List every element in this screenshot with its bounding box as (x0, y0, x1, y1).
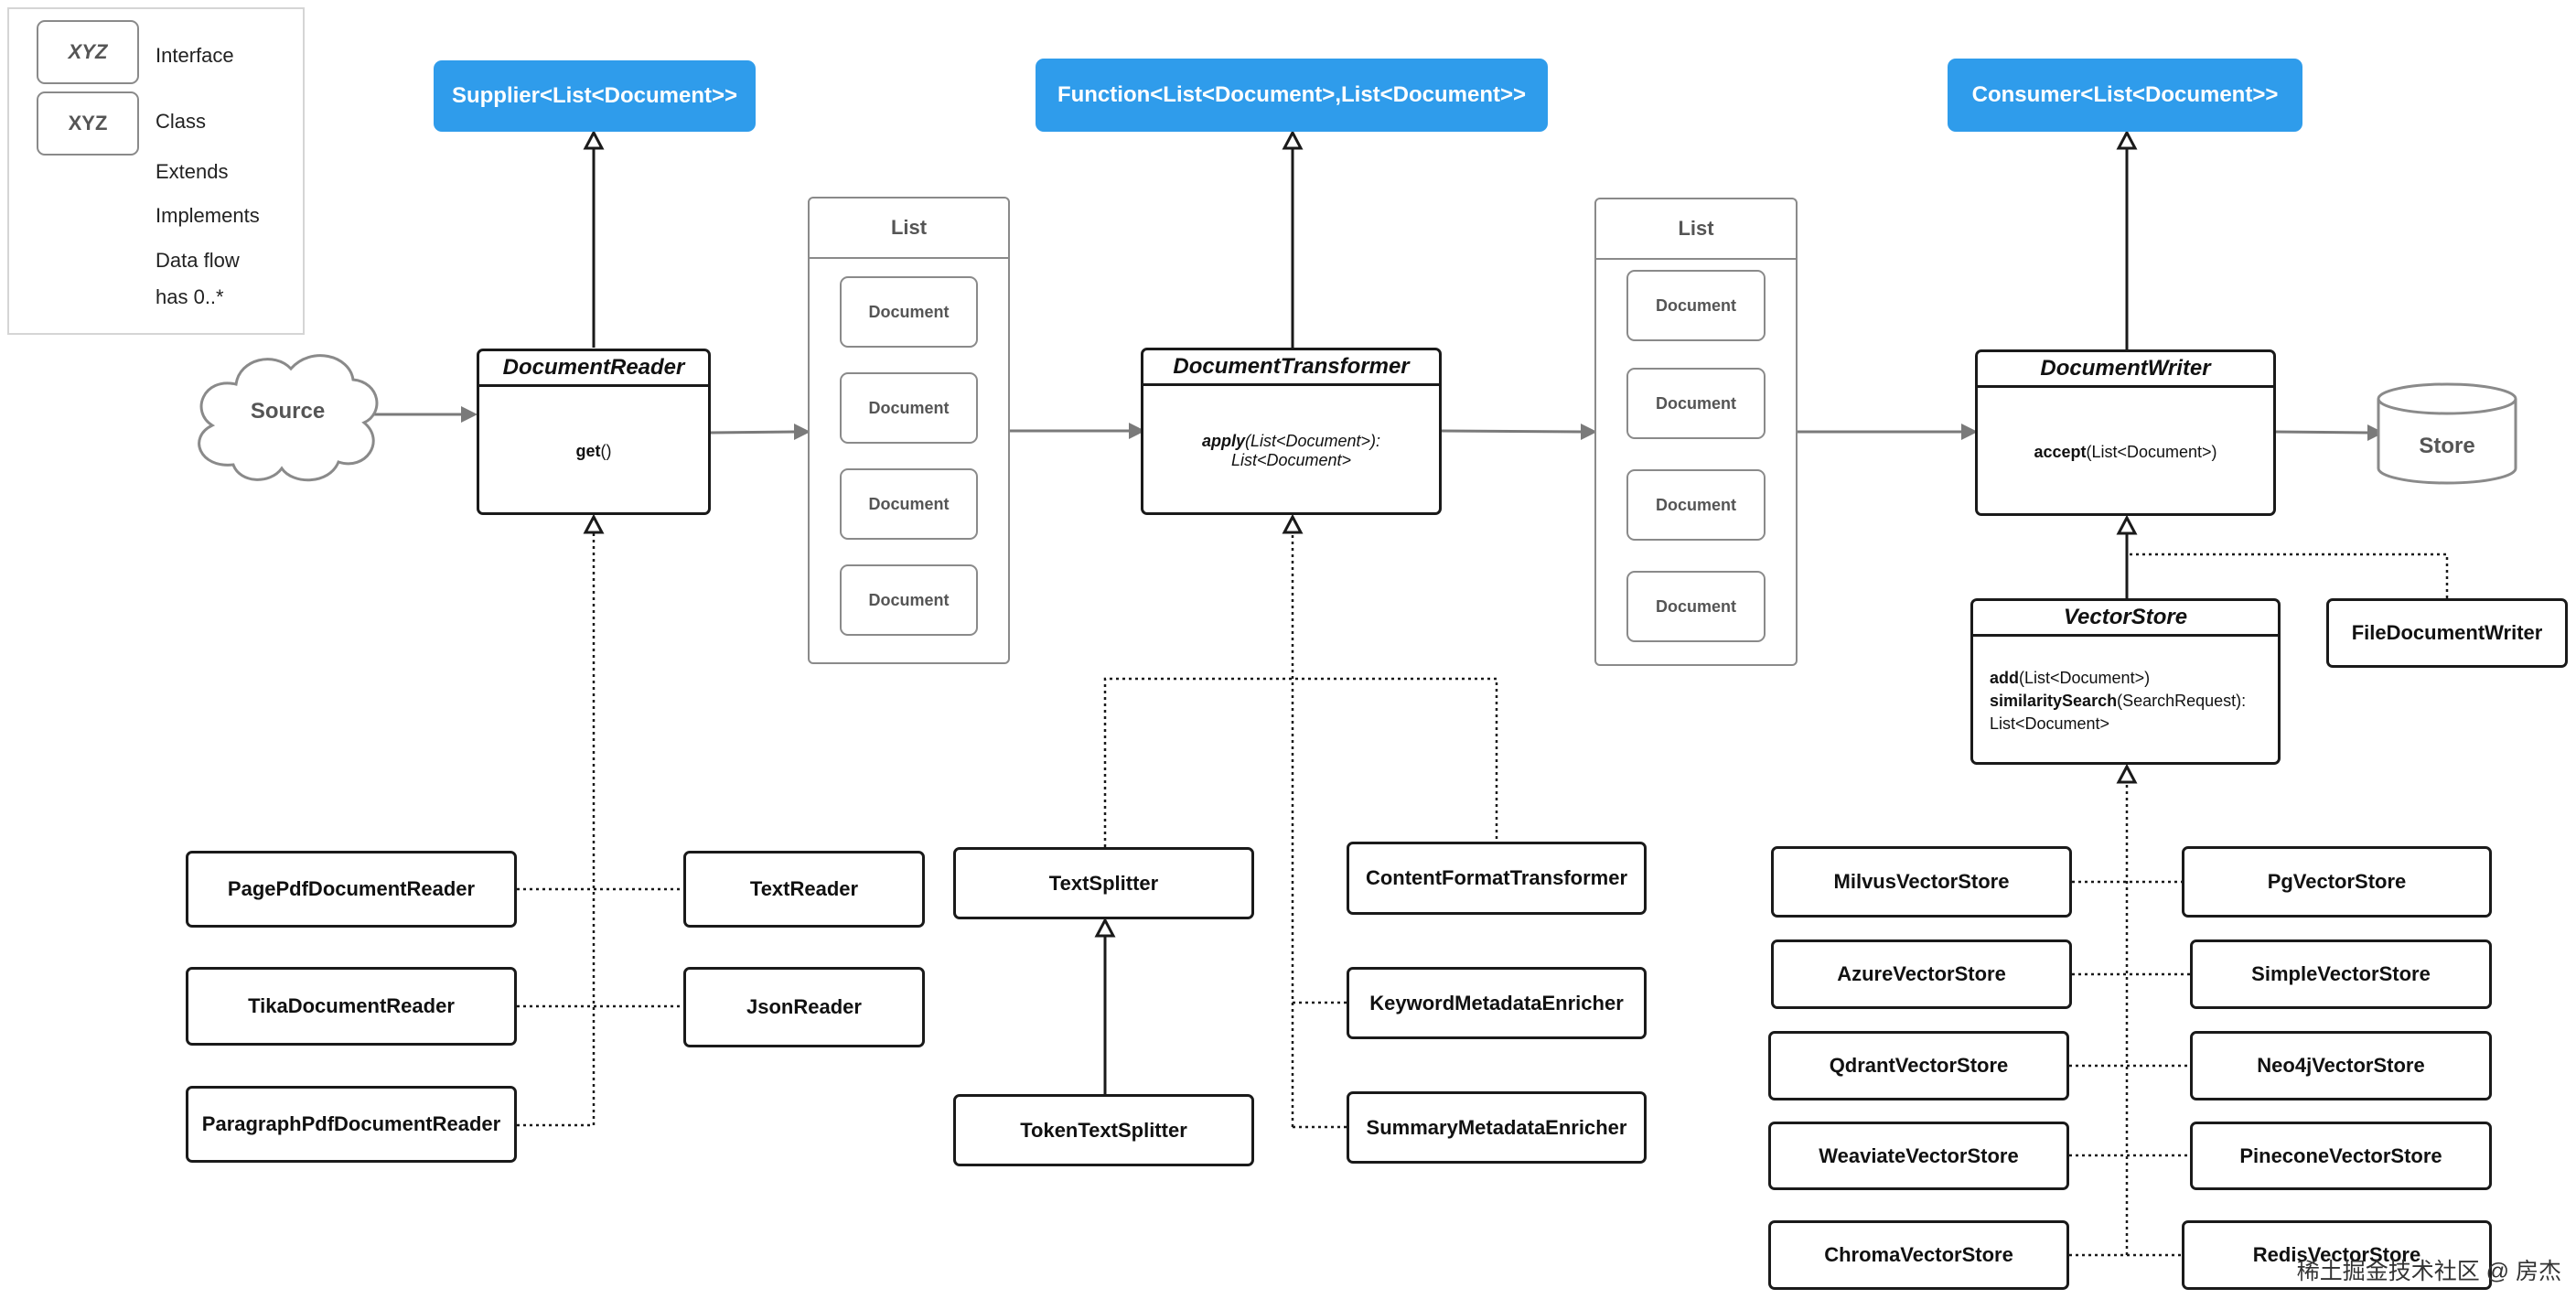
list-1-document: Document (840, 372, 978, 444)
legend-interface-sample: XYZ (37, 20, 139, 84)
neo4j-store-box: Neo4jVectorStore (2190, 1031, 2492, 1100)
summary-metadata-enricher-box: SummaryMetadataEnricher (1347, 1091, 1647, 1164)
list-1-document: Document (840, 564, 978, 636)
vector-store-methods: add(List<Document>) similaritySearch(Sea… (1973, 637, 2278, 765)
simple-store-box: SimpleVectorStore (2190, 939, 2492, 1009)
list-1-title: List (810, 199, 1008, 259)
list-2-document: Document (1626, 270, 1766, 341)
legend-interface-label: Interface (156, 44, 234, 67)
text-splitter-box: TextSplitter (953, 847, 1254, 919)
flow-arrowhead-list1 (1129, 423, 1145, 439)
chroma-store-box: ChromaVectorStore (1768, 1220, 2069, 1290)
document-transformer-methods: apply(List<Document>): List<Document> (1143, 386, 1439, 515)
transformer-method-name: apply (1201, 431, 1245, 450)
vector-store-title: VectorStore (1973, 601, 2278, 637)
transformer-method-sig: (List<Document>): (1244, 431, 1381, 450)
consumer-arrowhead (2116, 129, 2138, 150)
list-2-document: Document (1626, 368, 1766, 439)
tika-reader-box: TikaDocumentReader (186, 967, 517, 1046)
vs-method1-sig: (List<Document>) (2019, 668, 2151, 687)
list-2-document: Document (1626, 571, 1766, 642)
flow-arrowhead-writer (2367, 424, 2384, 441)
pg-store-box: PgVectorStore (2182, 846, 2492, 918)
qdrant-store-box: QdrantVectorStore (1768, 1031, 2069, 1100)
list-2-title: List (1596, 199, 1796, 260)
flow-arrowhead-source (461, 406, 478, 423)
reader-impl-arrowhead (583, 513, 605, 534)
json-reader-box: JsonReader (683, 967, 925, 1047)
reader-method-rest: () (600, 441, 612, 460)
page-pdf-reader-box: PagePdfDocumentReader (186, 851, 517, 928)
transformer-impl-arrowhead (1282, 513, 1304, 534)
vs-method1-name: add (1990, 668, 2020, 687)
vs-method2-name: similaritySearch (1990, 691, 2118, 710)
weaviate-store-box: WeaviateVectorStore (1768, 1122, 2069, 1190)
keyword-metadata-enricher-box: KeywordMetadataEnricher (1347, 967, 1647, 1039)
document-writer-methods: accept(List<Document>) (1978, 388, 2273, 516)
paragraph-pdf-reader-box: ParagraphPdfDocumentReader (186, 1086, 517, 1163)
function-interface: Function<List<Document>,List<Document>> (1036, 59, 1548, 132)
flow-arrowhead-reader (794, 424, 810, 440)
document-writer-class: DocumentWriter accept(List<Document>) (1975, 349, 2276, 516)
list-1-document: Document (840, 468, 978, 540)
text-reader-box: TextReader (683, 851, 925, 928)
document-transformer-title: DocumentTransformer (1143, 350, 1439, 386)
token-text-splitter-box: TokenTextSplitter (953, 1094, 1254, 1166)
vs-method2-sig: (SearchRequest): (2117, 691, 2247, 710)
vs-method2-return: List<Document> (1990, 714, 2110, 733)
document-reader-title: DocumentReader (479, 351, 708, 387)
legend: XYZ Interface XYZ Class Extends Implemen… (7, 7, 305, 335)
legend-dataflow-label: Data flow (156, 249, 240, 272)
content-format-transformer-box: ContentFormatTransformer (1347, 842, 1647, 915)
pinecone-store-box: PineconeVectorStore (2190, 1122, 2492, 1190)
transformer-method-return: List<Document> (1230, 450, 1352, 469)
source-label: Source (250, 399, 326, 424)
consumer-interface: Consumer<List<Document>> (1948, 59, 2302, 132)
legend-has-label: has 0..* (156, 285, 224, 308)
document-reader-methods: get() (479, 387, 708, 515)
legend-extends-label: Extends (156, 160, 229, 183)
store-label: Store (2419, 434, 2475, 458)
vector-store-class: VectorStore add(List<Document>) similari… (1970, 598, 2281, 765)
milvus-store-box: MilvusVectorStore (1771, 846, 2072, 918)
legend-class-sample: XYZ (37, 91, 139, 156)
function-arrowhead (1282, 129, 1304, 150)
flow-arrowhead-list2 (1961, 424, 1978, 440)
legend-class-label: Class (156, 110, 207, 133)
supplier-interface: Supplier<List<Document>> (434, 60, 756, 132)
reader-method-name: get (575, 441, 601, 460)
flow-arrowhead-transformer (1581, 424, 1597, 440)
list-2-document: Document (1626, 469, 1766, 541)
store-cylinder-icon (2377, 382, 2517, 485)
vectorstore-impl-arrowhead (2116, 763, 2138, 784)
writer-method-sig: (List<Document>) (2086, 442, 2217, 461)
textsplitter-arrowhead (1094, 917, 1116, 938)
supplier-arrowhead (583, 129, 605, 150)
document-transformer-class: DocumentTransformer apply(List<Document>… (1141, 348, 1442, 515)
file-document-writer-box: FileDocumentWriter (2326, 598, 2568, 668)
watermark: 稀土掘金技术社区 @ 房杰 (2296, 1259, 2561, 1284)
redis-store-box: RedisVectorStore (2182, 1220, 2492, 1290)
document-writer-title: DocumentWriter (1978, 352, 2273, 388)
writer-method-name: accept (2034, 442, 2087, 461)
source-cloud-icon (198, 354, 379, 482)
document-reader-class: DocumentReader get() (477, 349, 711, 515)
writer-arrowhead (2116, 514, 2138, 535)
azure-store-box: AzureVectorStore (1771, 939, 2072, 1009)
list-1-document: Document (840, 276, 978, 348)
legend-implements-label: Implements (156, 204, 260, 227)
